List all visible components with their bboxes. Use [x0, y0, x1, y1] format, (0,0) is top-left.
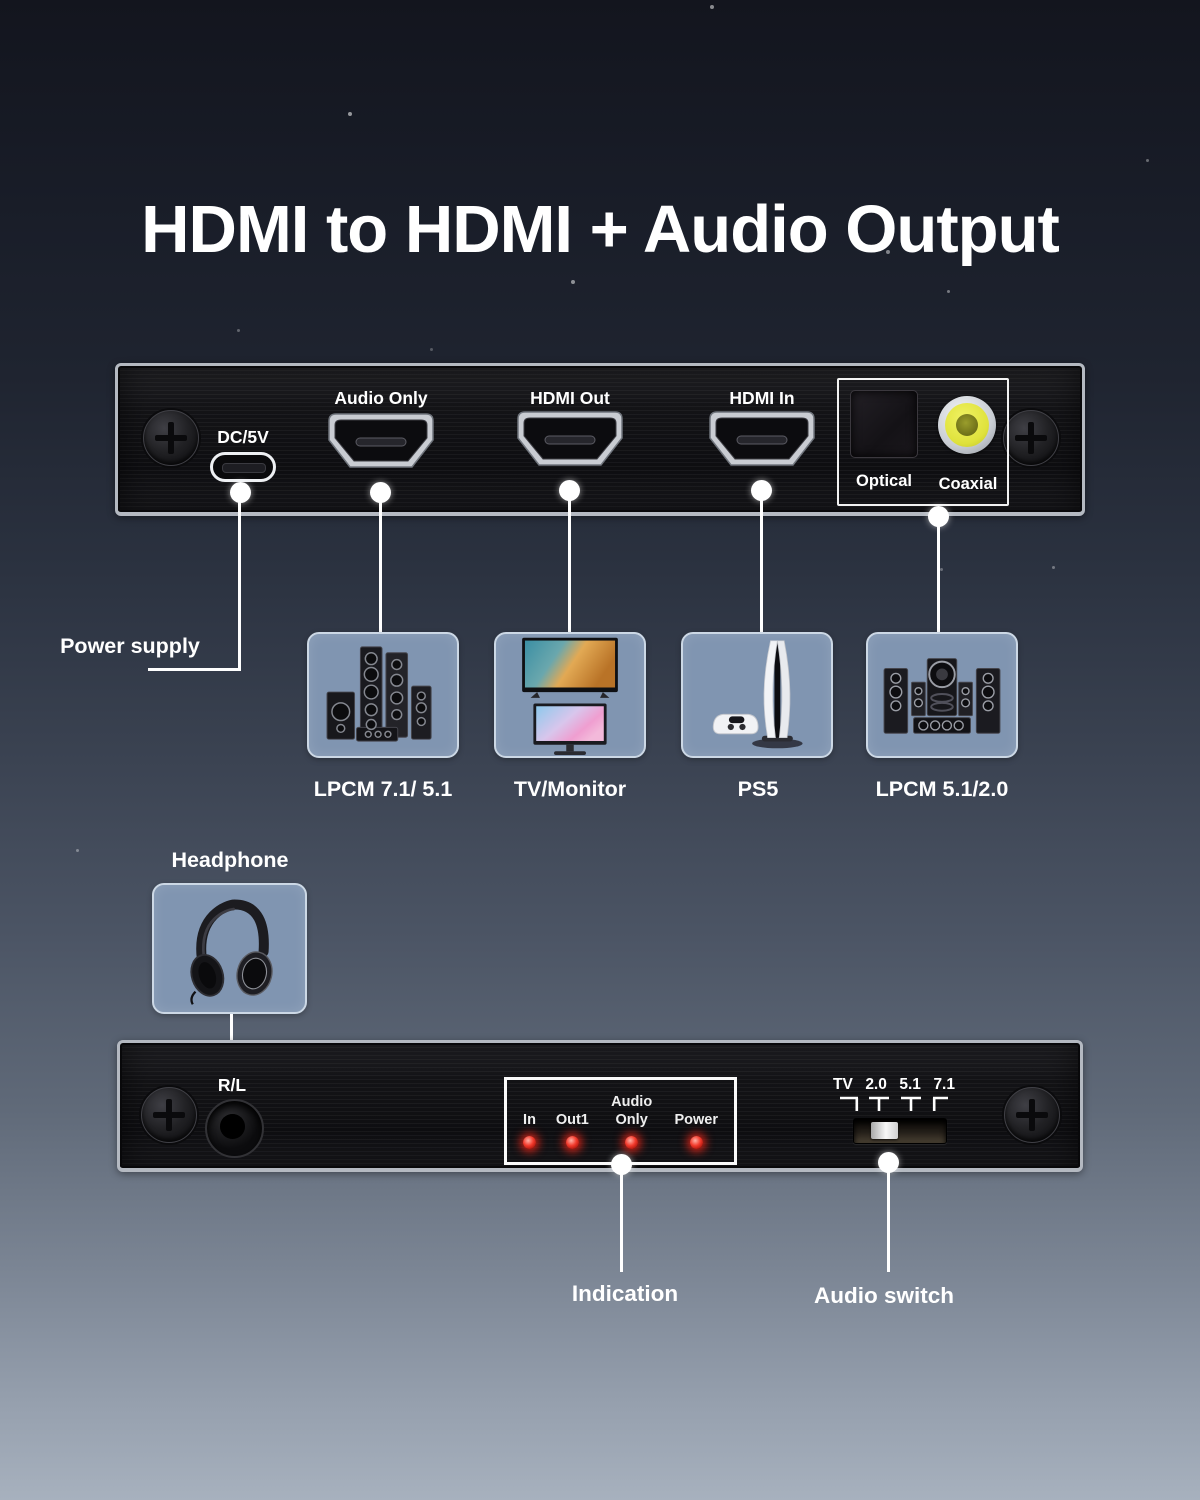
switch-position-label: TV [833, 1076, 853, 1093]
screw-icon [1004, 1087, 1060, 1143]
connector-dot [878, 1152, 899, 1173]
star [237, 329, 240, 332]
connector-dot [928, 506, 949, 527]
connector-line [230, 1014, 233, 1058]
star [1146, 159, 1149, 162]
ps5-console-image [712, 640, 803, 749]
led-label: In [523, 1111, 536, 1128]
indication-led-group: In Out1 Audio Only Power [504, 1077, 737, 1165]
led-indicator [565, 1136, 579, 1149]
device-box-home-theater [866, 632, 1018, 758]
star [348, 112, 352, 116]
star [1052, 566, 1055, 569]
led-indicator [625, 1136, 639, 1149]
connector-dot [230, 482, 251, 503]
led-cell: In [523, 1080, 536, 1149]
coaxial-hole [956, 414, 978, 436]
usb-c-port [210, 452, 276, 482]
connector-dot [751, 480, 772, 501]
hdmi-port-icon [517, 411, 623, 466]
coaxial-port-label: Coaxial [938, 475, 998, 493]
headphone-jack-label: R/L [217, 1075, 247, 1095]
device-label: LPCM 5.1/2.0 [875, 777, 1009, 801]
star [430, 348, 433, 351]
screw-icon [143, 410, 199, 466]
led-label: Audio Only [611, 1093, 653, 1128]
star [710, 5, 714, 9]
hdmi-port-icon [709, 411, 815, 466]
star [76, 849, 79, 852]
tv-and-monitor-image [522, 637, 618, 756]
headphone-callout: Headphone [171, 848, 289, 872]
page-title: HDMI to HDMI + Audio Output [141, 191, 1060, 267]
optical-port-label: Optical [856, 472, 912, 490]
connector-dot [611, 1154, 632, 1175]
led-indicator [689, 1136, 703, 1149]
connector-dot [370, 482, 391, 503]
hdmi-port-icon [328, 413, 434, 468]
dc-port-label: DC/5V [217, 427, 269, 447]
switch-position-label: 7.1 [933, 1076, 955, 1093]
indication-callout: Indication [571, 1281, 679, 1306]
screw-icon [141, 1087, 197, 1143]
led-cell: Out1 [556, 1080, 589, 1149]
switch-position-label: 2.0 [865, 1076, 887, 1093]
connector-dot [559, 480, 580, 501]
audio-only-port-label: Audio Only [334, 388, 428, 408]
connector-line [148, 668, 241, 671]
connector-line [760, 495, 763, 632]
audio-switch-callout: Audio switch [814, 1283, 954, 1308]
home-theater-system-image [883, 658, 1001, 734]
star [886, 250, 890, 254]
led-indicator [523, 1136, 536, 1149]
connector-line [568, 495, 571, 632]
hdmi-out-port-label: HDMI Out [530, 388, 610, 408]
speaker-towers-image [326, 646, 432, 742]
switch-knob[interactable] [871, 1122, 898, 1139]
device-box-tv-monitor [494, 632, 646, 758]
led-label: Power [674, 1111, 718, 1128]
audio-switch-labels: TV 2.0 5.1 7.1 [833, 1076, 955, 1094]
hdmi-in-port-label: HDMI In [729, 388, 795, 408]
optical-port [850, 390, 918, 458]
headphone-image [189, 899, 273, 1005]
power-supply-callout: Power supply [60, 634, 200, 658]
connector-line [937, 522, 940, 632]
switch-position-markers [840, 1096, 948, 1111]
device-label: TV/Monitor [513, 777, 627, 801]
coaxial-ring [945, 403, 989, 447]
device-label: LPCM 7.1/ 5.1 [313, 777, 453, 801]
device-box-speakers [307, 632, 459, 758]
audio-switch-slider[interactable] [853, 1118, 947, 1144]
star [940, 568, 943, 571]
device-label: PS5 [737, 777, 779, 801]
headphone-box [152, 883, 307, 1014]
device-box-ps5 [681, 632, 833, 758]
star [947, 290, 950, 293]
connector-line [620, 1170, 623, 1272]
switch-position-label: 5.1 [899, 1076, 921, 1093]
led-label: Out1 [555, 1111, 589, 1128]
screw-icon [1003, 410, 1059, 466]
connector-line [238, 497, 241, 671]
device-front-panel [117, 1040, 1083, 1172]
headphone-jack-port [205, 1099, 264, 1158]
optical-coaxial-group [837, 378, 1009, 506]
led-cell: Power [674, 1080, 718, 1149]
coaxial-port [938, 396, 996, 454]
star [571, 280, 575, 284]
connector-line [379, 497, 382, 632]
led-cell: Audio Only [609, 1080, 655, 1149]
connector-line [887, 1168, 890, 1272]
